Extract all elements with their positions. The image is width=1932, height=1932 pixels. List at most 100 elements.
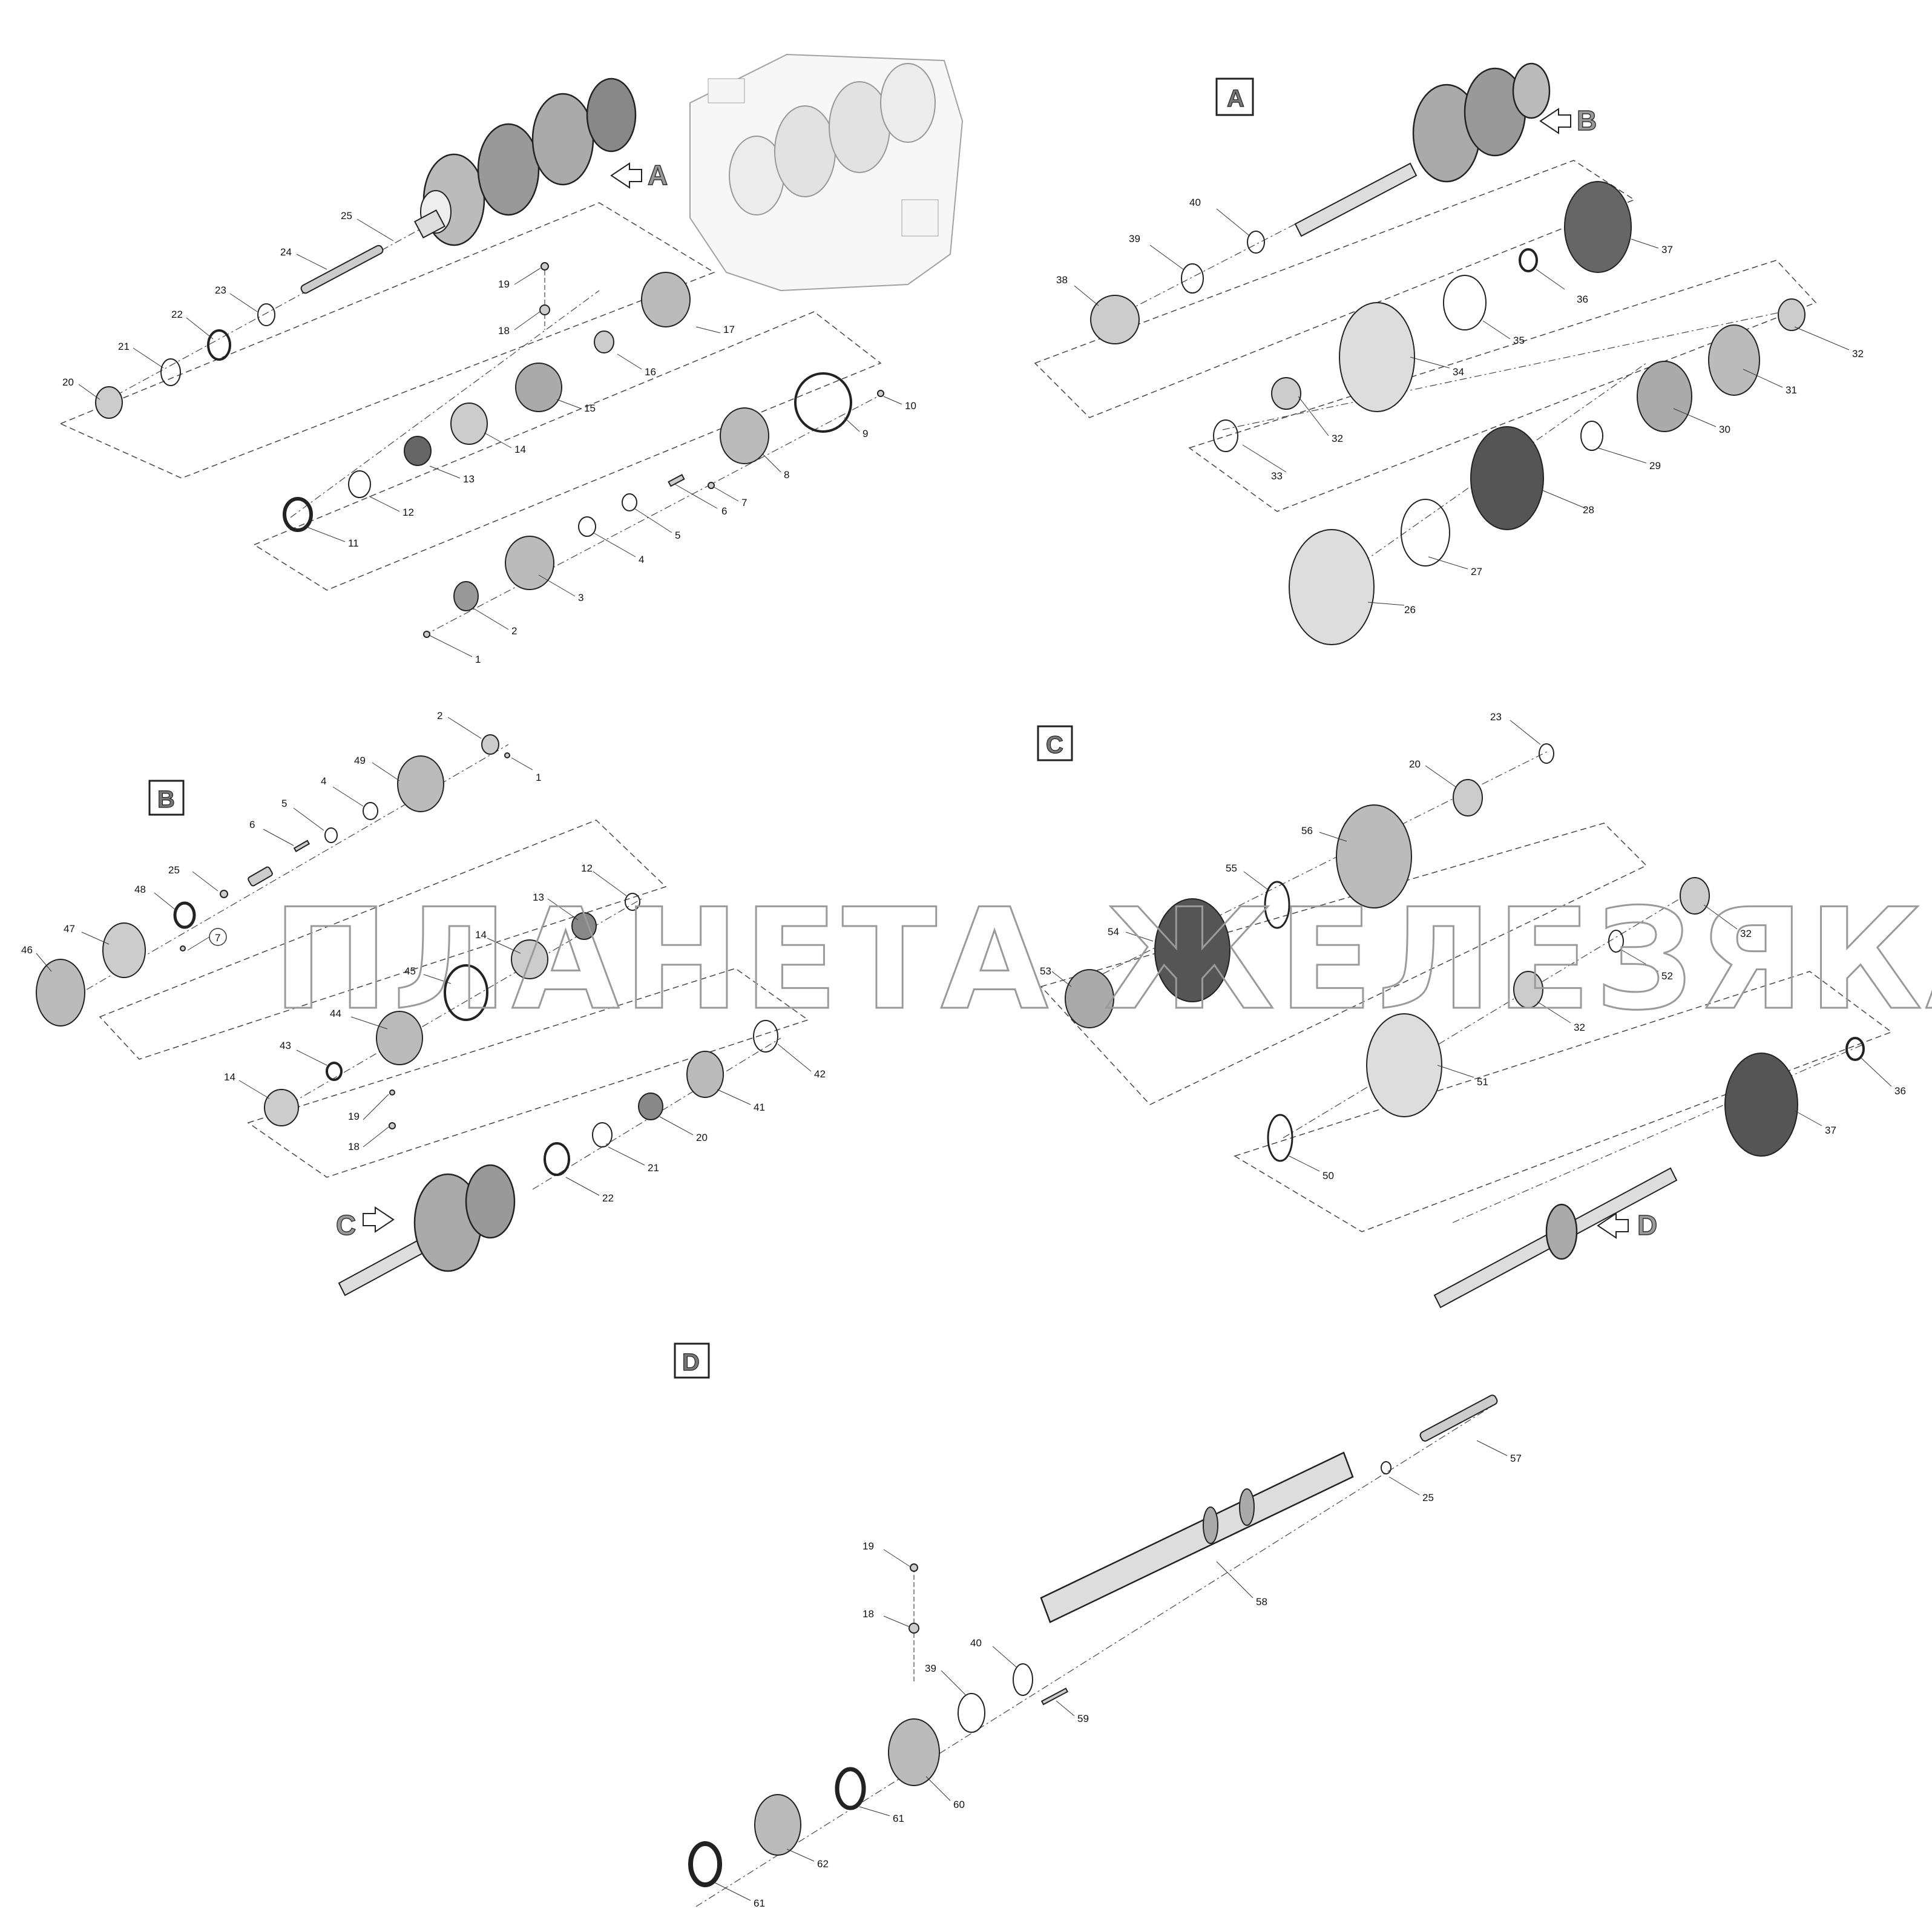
callout-7: 7 [741,497,747,508]
gearbox-housing-image [689,53,964,292]
callout-1: 1 [475,654,481,665]
callout-27: 27 [1471,566,1482,577]
callout-b-19: 19 [348,1111,360,1122]
detail-c-shaft [1433,1167,1678,1309]
arrow-label-d: D [1637,1209,1657,1241]
detail-a-parts [1090,181,1806,645]
callout-54: 54 [1108,926,1119,938]
callout-16: 16 [645,366,656,378]
detail-b-labels: 2 1 49 4 5 6 25 48 47 46 7 12 13 14 45 4… [21,710,826,1204]
callout-19: 19 [498,278,510,290]
detail-b-parts [36,734,778,1176]
detail-d-labels: 57 25 58 19 18 40 39 59 60 61 62 61 [754,1453,1522,1909]
detail-a: A B [1034,62,1864,645]
callout-3: 3 [578,592,583,603]
callout-43: 43 [280,1040,291,1051]
callout-11: 11 [348,537,359,549]
callout-61-a: 61 [893,1813,904,1824]
callout-8: 8 [784,469,789,481]
callout-37: 37 [1661,244,1673,255]
arrow-label-a: A [648,159,668,191]
detail-d-shaft [1040,1451,1354,1623]
detail-a-labels: 40 39 38 37 36 35 34 33 32 32 31 30 29 2… [1056,197,1864,616]
detail-b-shaft [338,1164,516,1296]
callout-b-13: 13 [533,892,544,903]
callout-b-21: 21 [648,1162,659,1174]
callout-60: 60 [953,1799,965,1810]
callout-50: 50 [1322,1170,1334,1181]
callout-21: 21 [118,341,130,352]
callout-17: 17 [723,324,735,335]
main-labels [78,218,902,657]
callout-40: 40 [1189,197,1201,208]
section-label-d: D [682,1349,700,1376]
callout-15: 15 [584,402,596,414]
callout-51: 51 [1477,1076,1488,1088]
callout-39: 39 [1129,233,1140,245]
detail-a-leaders [1074,208,1850,606]
callout-56: 56 [1301,825,1313,836]
main-parts [95,245,884,638]
callout-b-6: 6 [249,819,255,830]
callout-45: 45 [404,965,416,977]
detail-c-leaders [1051,720,1892,1172]
arrow-label-b: B [1577,105,1597,136]
callout-30: 30 [1719,424,1730,435]
callout-46: 46 [21,944,33,956]
callout-b-2: 2 [437,710,442,721]
detail-d-leaders [714,1440,1508,1901]
callout-34: 34 [1453,366,1464,378]
detail-c: C D [1037,711,1906,1309]
detail-b-leaders [36,717,812,1196]
callout-6: 6 [721,505,727,517]
callout-d-25: 25 [1422,1492,1434,1503]
callout-31: 31 [1786,384,1797,396]
callout-33: 33 [1271,470,1283,482]
callout-62: 62 [817,1858,829,1870]
callout-28: 28 [1583,504,1594,516]
callout-b-7: 7 [215,932,220,944]
arrow-label-c: C [336,1209,356,1241]
callout-23: 23 [215,284,226,296]
watermark-text: ПЛАНЕТА ЖЕЛЕЗЯКА [272,879,1932,1041]
callout-b-5: 5 [281,798,287,809]
callout-d-40: 40 [970,1637,982,1649]
callout-b-1: 1 [536,772,541,783]
callout-22: 22 [171,309,183,320]
callout-c-32-a: 32 [1740,928,1752,939]
detail-b: B [21,710,826,1296]
callout-b-22: 22 [602,1192,614,1204]
callout-20: 20 [62,376,74,388]
section-label-c: C [1046,732,1063,758]
section-label-b: B [157,786,175,813]
callout-49: 49 [354,755,366,766]
callout-32-b: 32 [1852,348,1864,360]
section-label-a: A [1227,85,1244,112]
callout-59: 59 [1077,1713,1089,1724]
callout-14: 14 [514,444,526,455]
callout-42: 42 [814,1068,826,1080]
callout-b-18: 18 [348,1141,360,1152]
callout-b-14-a: 14 [475,929,487,941]
callout-b-20: 20 [696,1132,708,1143]
detail-d-parts [688,1395,1498,1887]
callout-b-12: 12 [581,862,593,874]
callout-5: 5 [675,530,680,541]
callout-4: 4 [639,554,644,565]
arrow-to-detail-d: D [1597,1209,1658,1241]
detail-d: D [674,1342,1522,1909]
main-shaft-assembly [413,77,637,246]
callout-55: 55 [1226,862,1237,874]
callout-47: 47 [64,923,75,935]
callout-d-39: 39 [925,1663,936,1674]
arrow-to-detail-b: B [1539,104,1597,137]
callout-c-20: 20 [1409,758,1421,770]
callout-48: 48 [134,884,146,895]
callout-d-19: 19 [862,1540,874,1552]
callout-c-32-b: 32 [1574,1022,1585,1033]
callout-b-25: 25 [168,864,180,876]
callout-25: 25 [341,210,352,222]
callout-18: 18 [498,325,510,337]
